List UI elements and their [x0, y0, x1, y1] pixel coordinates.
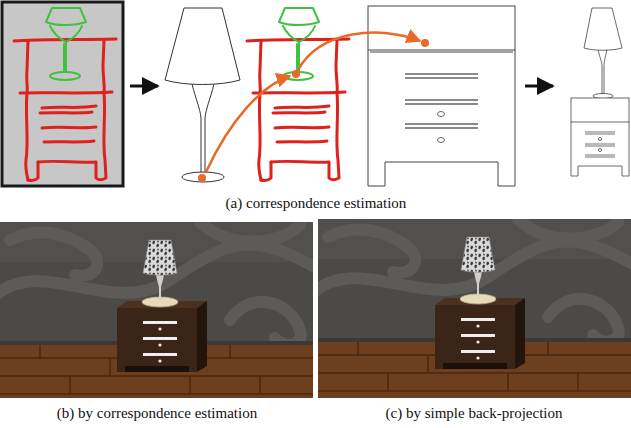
correspondence-arrow [206, 76, 290, 172]
lamp-model [165, 8, 240, 182]
render-back-projection [308, 219, 631, 395]
subfigure-caption: (c) by simple back-projection [385, 404, 562, 422]
render-correspondence [0, 222, 320, 398]
sketch-panel [2, 2, 123, 186]
subfigure-caption: (b) by correspondence estimation [57, 404, 257, 422]
composed-model [571, 8, 629, 176]
subfigure-caption: (a) correspondence estimation [226, 194, 407, 212]
floor-strip [318, 395, 631, 398]
correspondence-point [421, 39, 429, 47]
process-arrow [130, 85, 158, 88]
segmented-sketch [247, 8, 349, 180]
correspondence-arrow [298, 33, 420, 70]
input-sketch [14, 8, 116, 180]
correspondence-point [198, 174, 206, 182]
correspondence-point [292, 70, 300, 78]
process-arrow [525, 85, 553, 88]
